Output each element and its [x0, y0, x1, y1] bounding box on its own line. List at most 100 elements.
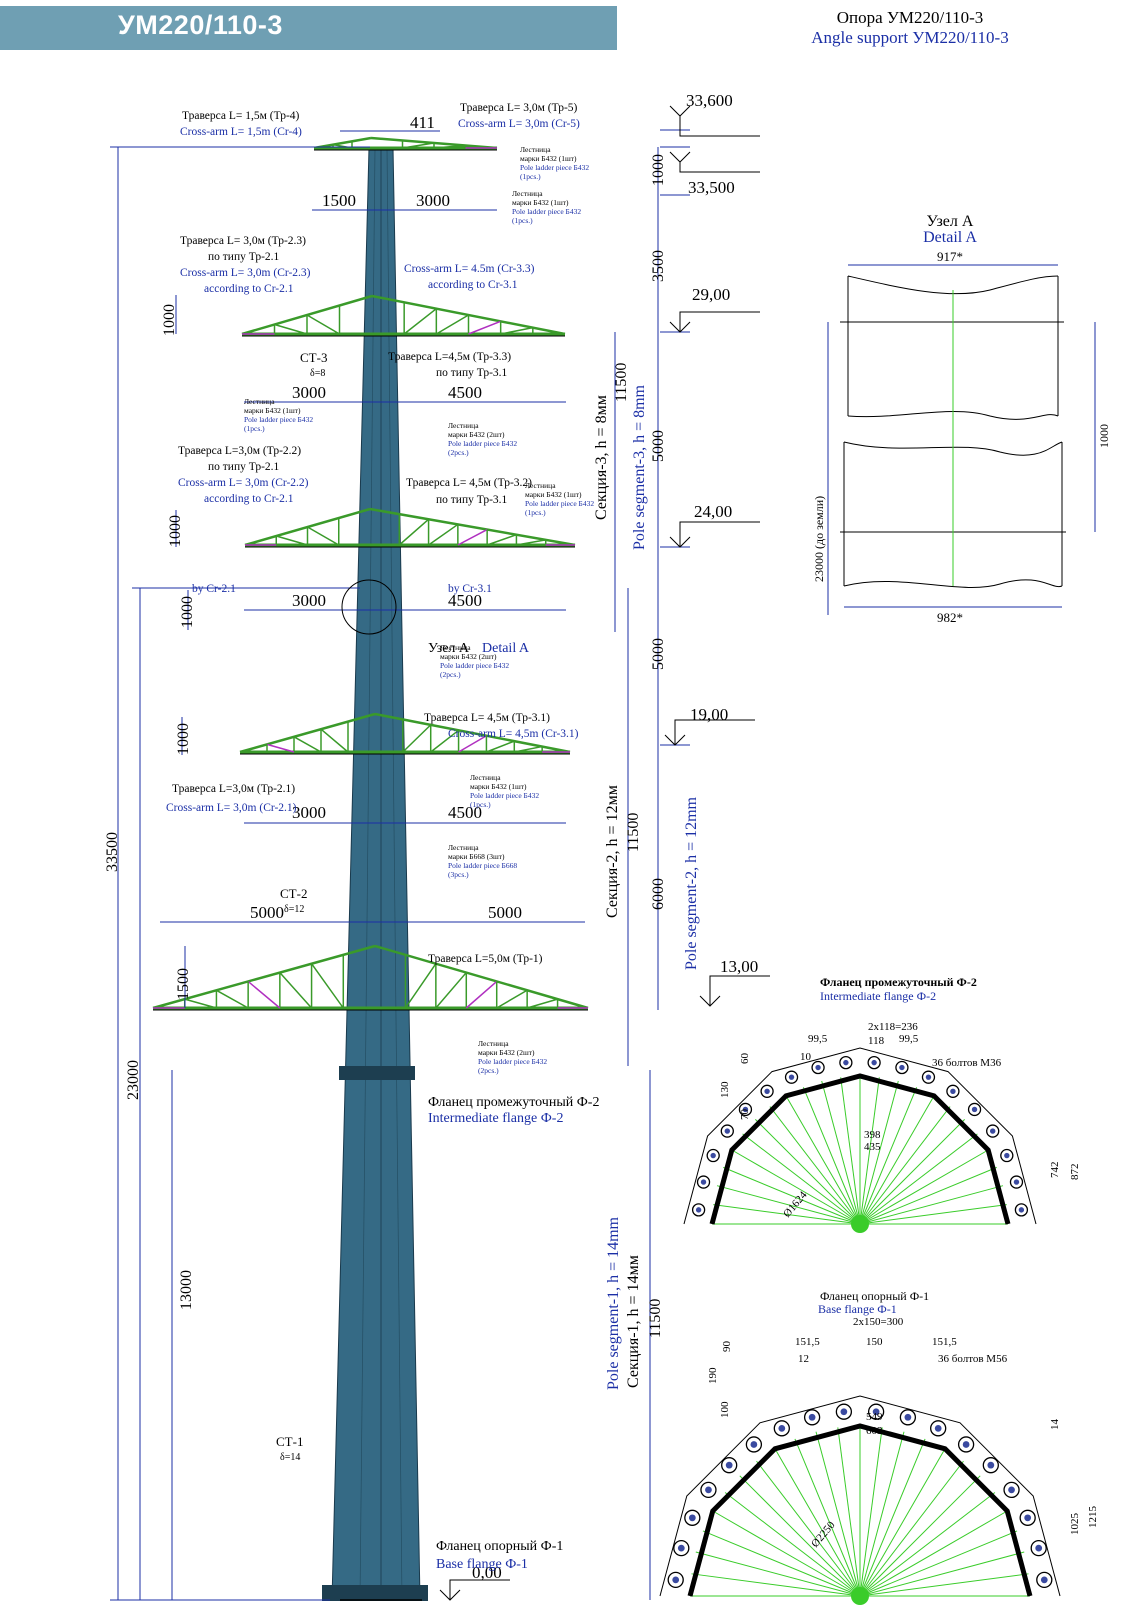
detail-a-ground: 23000 (до земли)	[812, 496, 826, 582]
ct3-delta: δ=8	[310, 368, 325, 379]
vdim-1500: 1500	[175, 968, 192, 1000]
ladder-note-3-line: (1pcs.)	[244, 424, 265, 433]
tr22-en2: according to Cr-2.1	[204, 493, 294, 505]
tr4-ru: Траверса L= 1,5м (Тр-4)	[182, 110, 300, 122]
f2-995a: 99,5	[808, 1033, 828, 1045]
vdim-23000: 23000	[125, 1060, 142, 1100]
detail-a-circle	[341, 579, 397, 635]
dim-411: 411	[410, 113, 435, 132]
tr33-ru: Траверса L=4,5м (Тр-3.3)	[388, 351, 511, 363]
ct2-label: СТ-2	[280, 886, 307, 901]
vdim-13000: 13000	[178, 1270, 195, 1310]
f2-en-main: Intermediate flange Ф-2	[428, 1111, 563, 1126]
intermediate-flange-mark	[339, 1066, 415, 1080]
f1-pitch: 2x150=300	[853, 1316, 904, 1328]
ladder-note-9-line: (2pcs.)	[478, 1066, 499, 1075]
knot-en: Detail A	[482, 641, 530, 656]
ladder-note-3-line: марки Б432 (1шт)	[244, 406, 301, 415]
vdim-11500-b: 11500	[625, 813, 642, 852]
ct2-delta: δ=12	[284, 904, 304, 915]
dim-4500-l1: 4500	[448, 803, 482, 822]
crossarm-top	[313, 136, 498, 151]
vdim-1000-b: 1000	[167, 515, 184, 547]
level-0: 0,00	[472, 1563, 502, 1582]
ladder-note-5-line: Лестница	[525, 481, 556, 490]
header-en: Angle support УМ220/110-3	[811, 28, 1009, 47]
flange-1-drawing	[659, 1395, 1061, 1605]
ladder-note-1-line: (1pcs.)	[520, 172, 541, 181]
f1-190: 190	[707, 1367, 719, 1384]
knot-ru: Узел А	[428, 641, 470, 656]
header-ru: Опора УМ220/110-3	[836, 8, 984, 27]
tr22-en: Cross-arm L= 3,0m (Cr-2.2)	[178, 477, 309, 489]
tr33-en: Cross-arm L= 4.5m (Cr-3.3)	[404, 263, 535, 275]
ladder-note-8-line: марки Б668 (3шт)	[448, 852, 505, 861]
level-24: 24,00	[694, 502, 732, 521]
detail-a-bottom: 982*	[937, 610, 963, 625]
tr1-ru: Траверса L=5,0м (Тр-1)	[428, 953, 543, 965]
f1-dia: Ø2250	[809, 1519, 838, 1550]
crossarm-l3	[241, 294, 566, 337]
tr23-ru2: по типу Тр-2.1	[208, 251, 280, 263]
f2-118: 118	[868, 1035, 885, 1047]
by-cr21: by Cr-2.1	[192, 583, 236, 595]
ladder-note-6-line: марки Б432 (2шт)	[440, 652, 497, 661]
vdim-11500-c: 11500	[647, 1299, 664, 1338]
base-flange-mark	[322, 1585, 428, 1601]
ladder-note-5-line: Pole ladder piece Б432	[525, 499, 594, 508]
tr23-en: Cross-arm L= 3,0m (Cr-2.3)	[180, 267, 311, 279]
ladder-note-3-line: Лестница	[244, 397, 275, 406]
f1-150: 150	[866, 1336, 883, 1348]
ladder-note-5-line: (1pcs.)	[525, 508, 546, 517]
dim-1500: 1500	[322, 191, 356, 210]
f2-60: 60	[739, 1053, 751, 1065]
vdim-1000-c: 1000	[179, 596, 196, 628]
f2-title-en: Intermediate flange Ф-2	[820, 989, 936, 1003]
tr5-en: Cross-arm L= 3,0m (Cr-5)	[458, 118, 580, 130]
vdim-11500-a: 11500	[613, 363, 630, 402]
vdim-1000-top: 1000	[650, 154, 667, 186]
f1-90: 90	[721, 1341, 733, 1353]
level-33500: 33,500	[688, 178, 735, 197]
level-markers	[439, 105, 770, 1601]
tr32-ru2: по типу Тр-3.1	[436, 494, 508, 506]
f1-en-main: Base flange Ф-1	[436, 1557, 528, 1572]
f1-549: 549	[866, 1411, 883, 1423]
f2-742: 742	[1049, 1162, 1061, 1179]
detail-a	[827, 264, 1096, 615]
ladder-note-1-line: марки Б432 (1шт)	[520, 154, 577, 163]
detail-a-title-ru: Узел А	[927, 213, 974, 230]
level-19: 19,00	[690, 705, 728, 724]
dim-4500-l2: 4500	[448, 591, 482, 610]
ladder-note-4-line: Лестница	[448, 421, 479, 430]
pole-shaft	[331, 147, 421, 1601]
tr21-ru: Траверса L=3,0м (Тр-2.1)	[172, 783, 295, 795]
tr33-ru2: по типу Тр-3.1	[436, 367, 508, 379]
f2-398: 398	[864, 1129, 881, 1141]
section-1-ru: Секция-1, h = 14мм	[625, 1255, 642, 1388]
ladder-note-9-line: Pole ladder piece Б432	[478, 1057, 547, 1066]
dim-3000-l2: 3000	[292, 591, 326, 610]
ladder-note-4-line: (2pcs.)	[448, 448, 469, 457]
f1-1025: 1025	[1069, 1513, 1081, 1536]
f2-995b: 99,5	[899, 1033, 919, 1045]
dimension-lines	[110, 129, 690, 1601]
f1-ru-main: Фланец опорный Ф-1	[436, 1539, 563, 1554]
f2-872: 872	[1069, 1164, 1081, 1181]
vdim-5000-b: 5000	[650, 638, 667, 670]
ladder-note-8-line: Pole ladder piece Б668	[448, 861, 517, 870]
section-2-en: Pole segment-2, h = 12mm	[683, 796, 700, 970]
f2-130: 130	[719, 1081, 731, 1098]
ladder-note-4-line: марки Б432 (2шт)	[448, 430, 505, 439]
f2-70: 70	[739, 1109, 751, 1121]
ct3-label: СТ-3	[300, 350, 327, 365]
crossarms	[152, 136, 589, 1011]
ladder-note-1-line: Pole ladder piece Б432	[520, 163, 589, 172]
ladder-note-7-line: (1pcs.)	[470, 800, 491, 809]
tr32-ru: Траверса L= 4,5м (Тр-3.2)	[406, 477, 532, 489]
section-2-ru: Секция-2, h = 12мм	[604, 785, 621, 918]
